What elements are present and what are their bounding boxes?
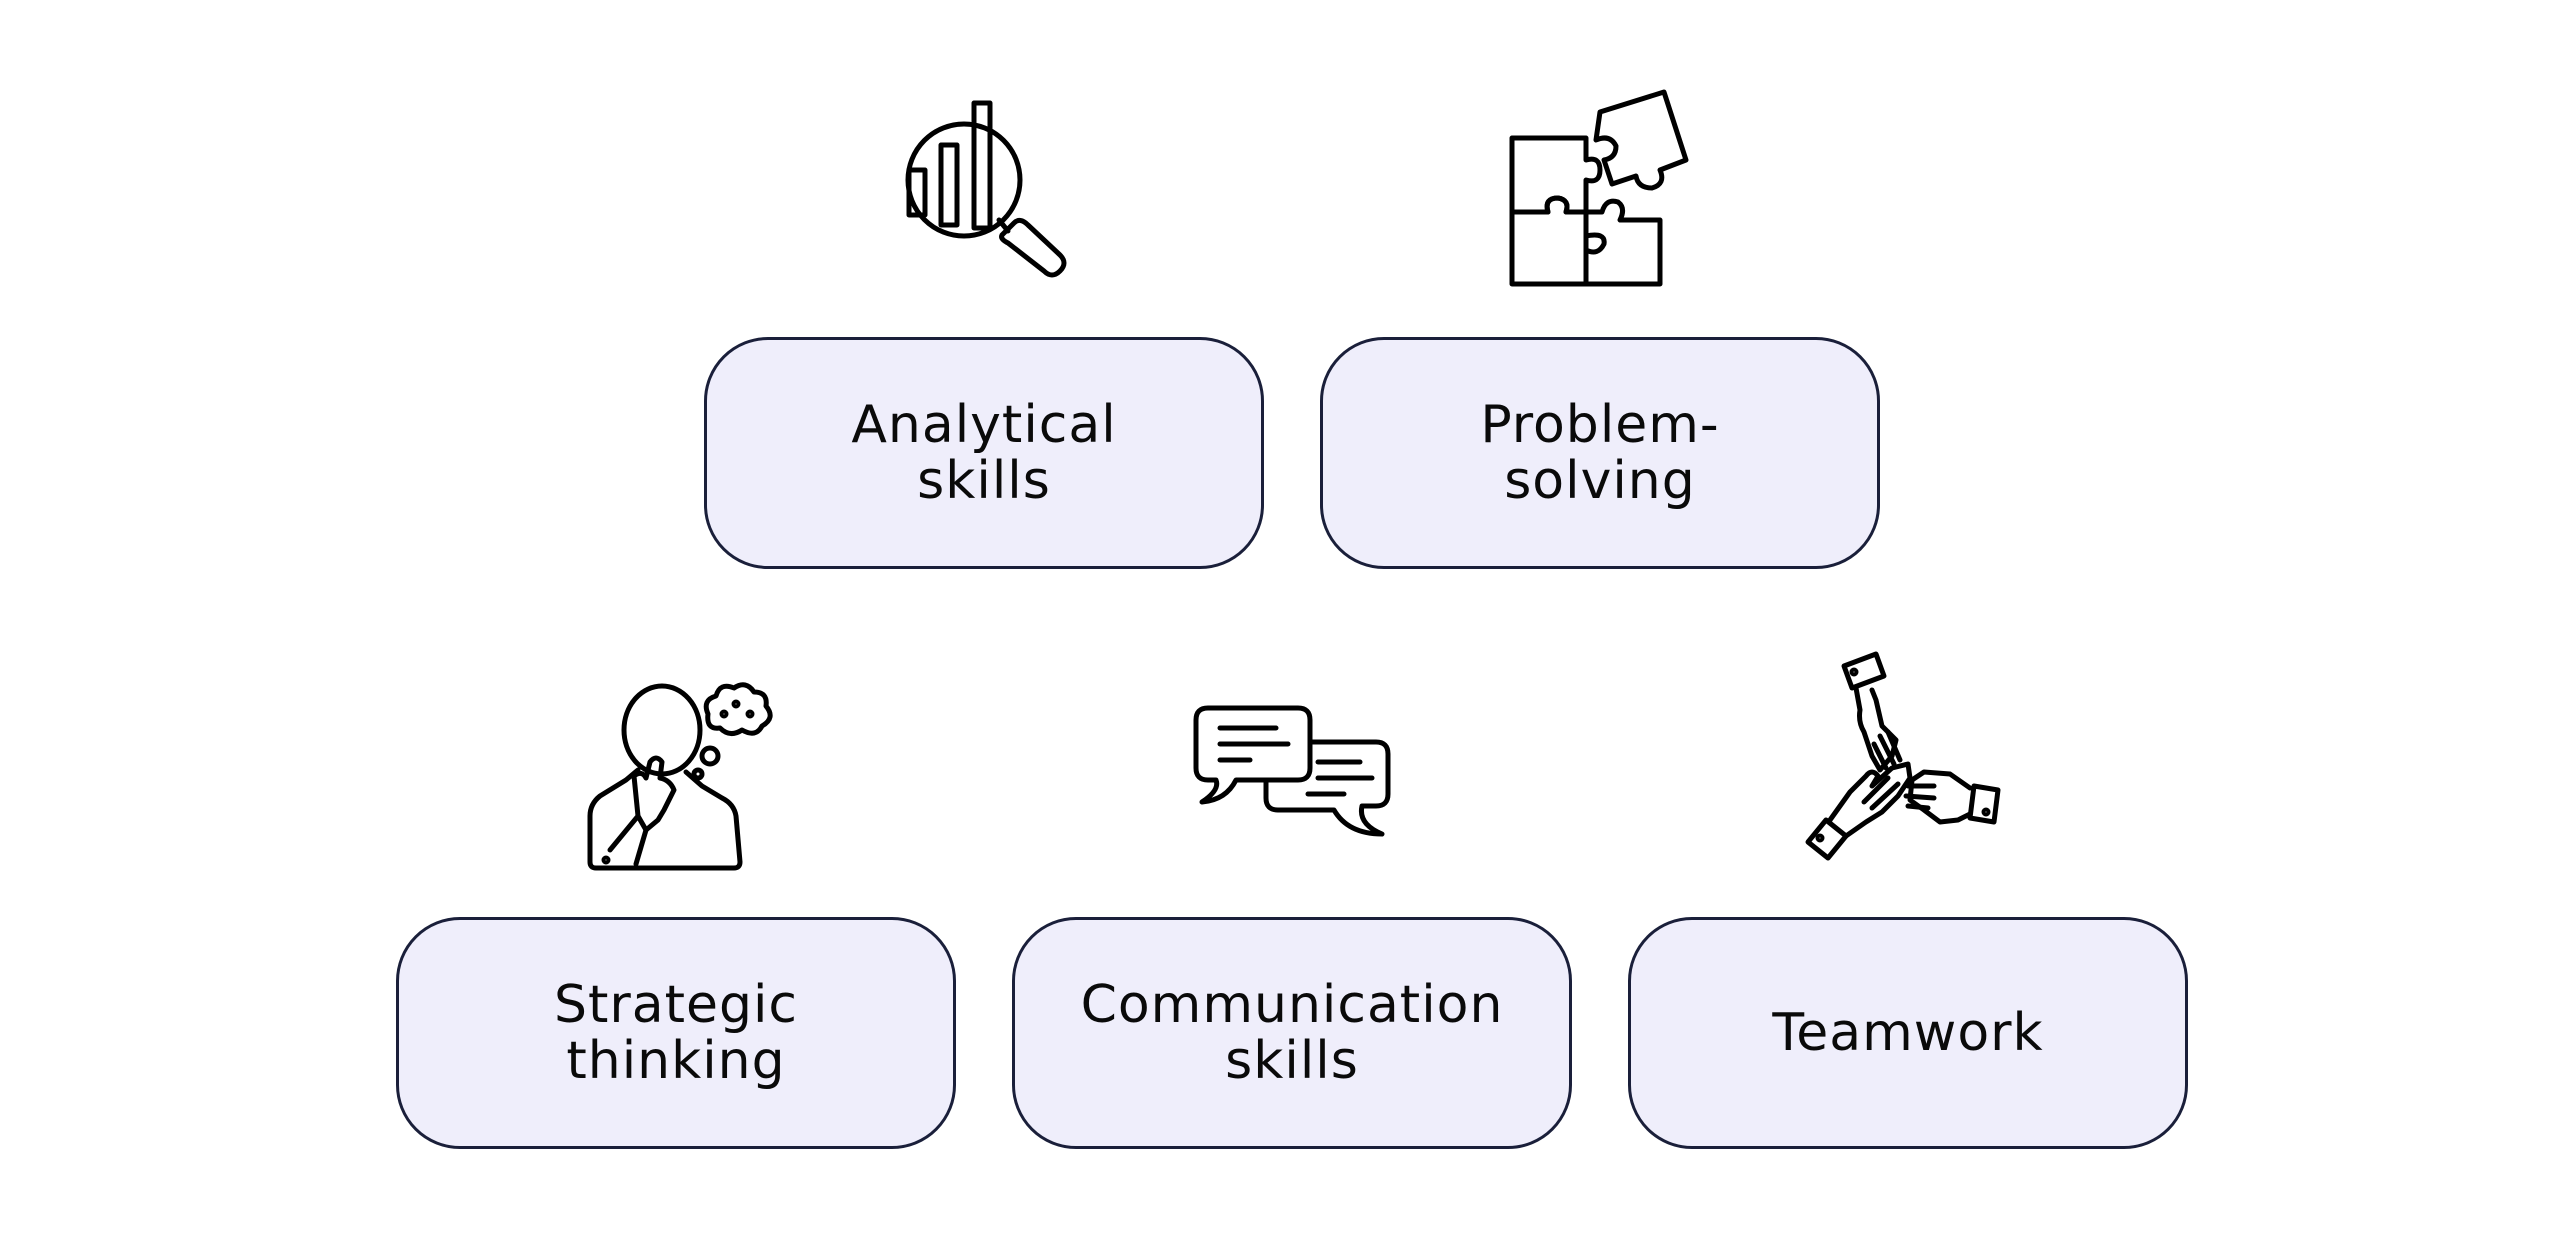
skill-label: Problem- solving [1480,395,1720,511]
speech-bubbles-icon [1190,690,1391,890]
magnifier-bar-chart-icon [884,95,1084,295]
skill-card-problem-solving: Problem- solving [1320,337,1880,569]
puzzle-pieces-icon [1496,89,1696,290]
skill-card-strategic-thinking: Strategic thinking [396,917,956,1149]
skill-card-teamwork: Teamwork [1628,917,2188,1149]
stacked-hands-icon [1800,651,2001,861]
thinking-person-icon [570,670,773,871]
skill-card-communication: Communication skills [1012,917,1572,1149]
skill-label: Strategic thinking [553,975,799,1091]
skill-card-analytical: Analytical skills [704,337,1264,569]
skill-label: Analytical skills [851,395,1117,511]
skill-label: Teamwork [1772,1003,2044,1063]
skill-label: Communication skills [1080,975,1504,1091]
